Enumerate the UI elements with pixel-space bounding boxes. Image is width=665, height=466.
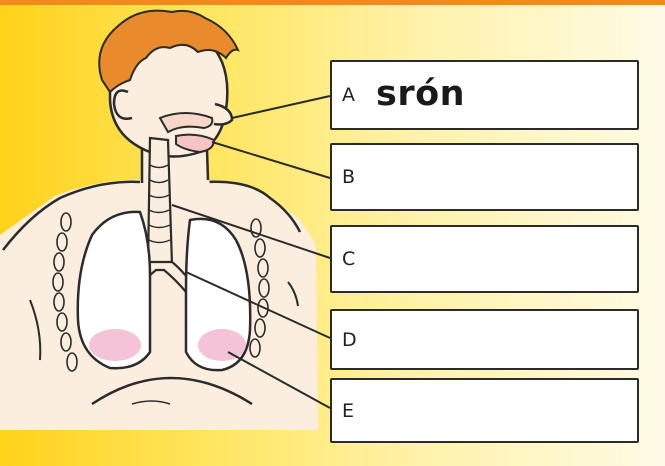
box-answer: srón: [376, 74, 465, 114]
label-box-d[interactable]: D: [330, 309, 639, 370]
box-letter: D: [342, 329, 357, 351]
label-box-e[interactable]: E: [330, 378, 639, 443]
label-box-a[interactable]: A srón: [330, 60, 639, 130]
trachea: [148, 138, 172, 265]
label-box-c[interactable]: C: [330, 225, 639, 293]
box-letter: C: [342, 248, 355, 270]
box-letter: E: [342, 400, 354, 422]
box-letter: B: [342, 166, 355, 188]
box-letter: A: [342, 84, 355, 106]
label-box-b[interactable]: B: [330, 143, 639, 211]
nose: [214, 104, 232, 125]
